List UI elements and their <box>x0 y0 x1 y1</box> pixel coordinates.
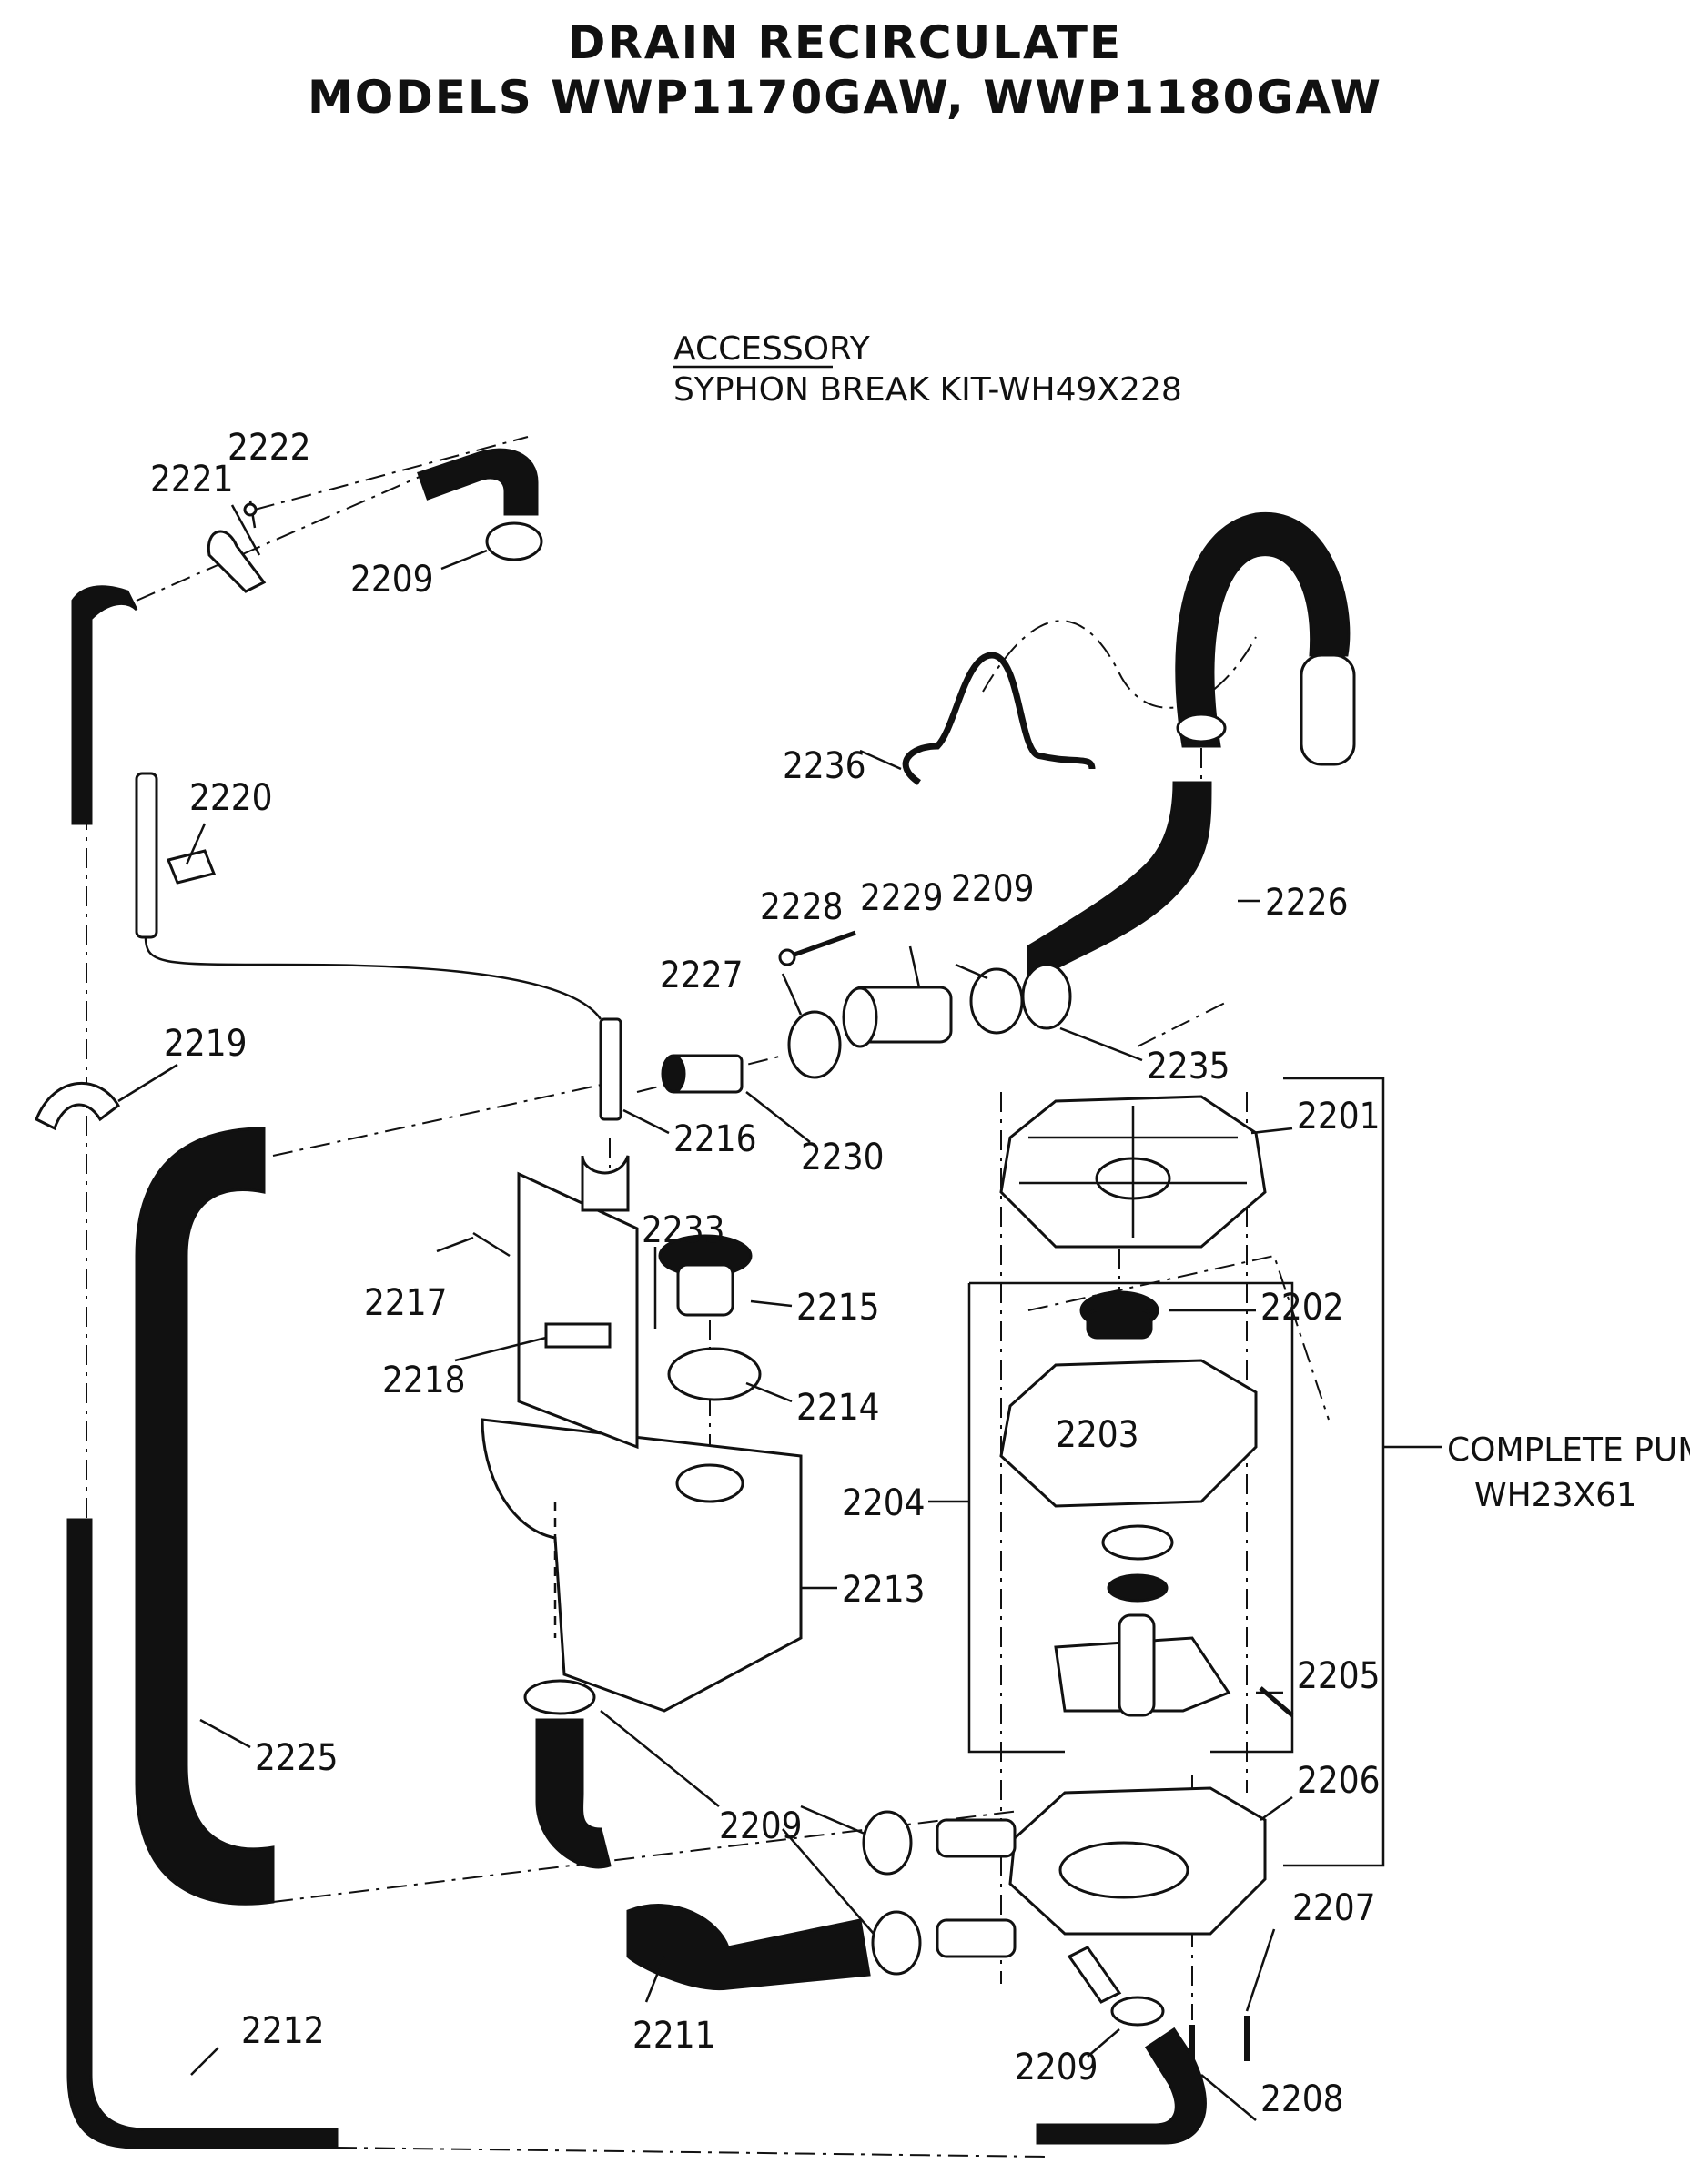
bracket-2204-right <box>969 1281 1294 1754</box>
cap-2215 <box>658 1234 753 1317</box>
bracket-2218 <box>544 1322 612 1349</box>
label-2228: 2228 <box>760 886 844 928</box>
label-2214: 2214 <box>796 1387 880 1429</box>
clamp-2209-lower-a <box>862 1810 913 1876</box>
hose-2212 <box>66 585 1207 2149</box>
clamp-2227 <box>787 1010 842 1079</box>
label-2222: 2222 <box>228 427 311 469</box>
complete-pump-bracket <box>1283 1077 1385 1867</box>
seal-ring-dark <box>1107 1573 1169 1603</box>
clamp-2209-lower-b <box>871 1910 922 1976</box>
diagram-title: DRAIN RECIRCULATE <box>567 16 1123 69</box>
hose-2216 <box>599 1017 622 1121</box>
complete-pump-part: WH23X61 <box>1474 1477 1637 1514</box>
label-2227: 2227 <box>660 955 744 996</box>
diagram-models: MODELS WWP1170GAW, WWP1180GAW <box>307 71 1383 124</box>
clamp-2209-upper <box>485 521 543 561</box>
tube-2220 <box>135 772 217 939</box>
clamp-2221 <box>207 500 267 593</box>
label-2206: 2206 <box>1297 1760 1381 1802</box>
label-2215: 2215 <box>796 1287 880 1329</box>
label-2236: 2236 <box>783 745 866 787</box>
clamp-2209-mid <box>969 967 1024 1035</box>
screw-2217 <box>472 1231 511 1258</box>
wire-hanger-2236 <box>902 652 1096 785</box>
label-2220: 2220 <box>189 777 273 819</box>
gasket-2203 <box>999 1359 1258 1508</box>
clip-2219 <box>35 1081 120 1131</box>
pump-body-2206 <box>936 1786 1267 2004</box>
hose-2225 <box>135 1127 275 1906</box>
label-2203: 2203 <box>1056 1414 1139 1456</box>
hose-2211 <box>523 1679 871 1991</box>
label-2209: 2209 <box>350 559 434 601</box>
reservoir-2213 <box>481 1155 803 1713</box>
label-2209-mid: 2209 <box>951 868 1035 910</box>
label-2202: 2202 <box>1260 1287 1344 1329</box>
accessory-kit: SYPHON BREAK KIT-WH49X228 <box>673 371 1182 409</box>
label-2209-lower: 2209 <box>719 1805 803 1847</box>
label-2233: 2233 <box>642 1209 725 1251</box>
accessory-heading: ACCESSORY <box>673 330 871 368</box>
label-2221: 2221 <box>150 459 234 500</box>
label-2208: 2208 <box>1260 2078 1344 2120</box>
label-2235: 2235 <box>1147 1046 1230 1087</box>
hose-upper <box>417 448 539 516</box>
screw-2228 <box>778 930 856 966</box>
label-2230: 2230 <box>801 1137 885 1178</box>
bracket-2204-left <box>967 1283 1065 1754</box>
label-2207: 2207 <box>1292 1887 1376 1929</box>
label-2209-bottom: 2209 <box>1015 2047 1098 2088</box>
seal-2202 <box>1079 1290 1159 1340</box>
label-2201: 2201 <box>1297 1096 1381 1138</box>
impeller <box>1054 1613 1231 1717</box>
drain-hose-2226 <box>1021 511 1356 1030</box>
clamp-2214 <box>667 1347 762 1401</box>
label-2216: 2216 <box>673 1118 757 1160</box>
part-labels: 2221 2222 2209 2220 2219 2236 2226 2228 … <box>150 427 1381 2120</box>
label-2217: 2217 <box>364 1282 448 1324</box>
complete-pump-label: COMPLETE PUMP <box>1447 1431 1690 1469</box>
label-2226: 2226 <box>1265 882 1349 924</box>
label-2225: 2225 <box>255 1737 339 1779</box>
label-2212: 2212 <box>241 2010 325 2052</box>
coupling-2229 <box>842 986 953 1048</box>
label-2213: 2213 <box>842 1569 926 1611</box>
leader-lines <box>117 504 1293 2121</box>
label-2229: 2229 <box>860 877 944 919</box>
label-2218: 2218 <box>382 1360 466 1401</box>
clamp-2209-bottom <box>1110 1996 1165 2027</box>
label-2211: 2211 <box>632 2015 716 2057</box>
pump-cover-2201 <box>999 1095 1267 1249</box>
seal-ring <box>1101 1524 1174 1561</box>
label-2204: 2204 <box>842 1482 926 1524</box>
siphon-tube-line <box>144 936 602 1020</box>
nozzle-2230 <box>661 1054 744 1094</box>
label-2219: 2219 <box>164 1023 248 1065</box>
label-2205: 2205 <box>1297 1655 1381 1697</box>
